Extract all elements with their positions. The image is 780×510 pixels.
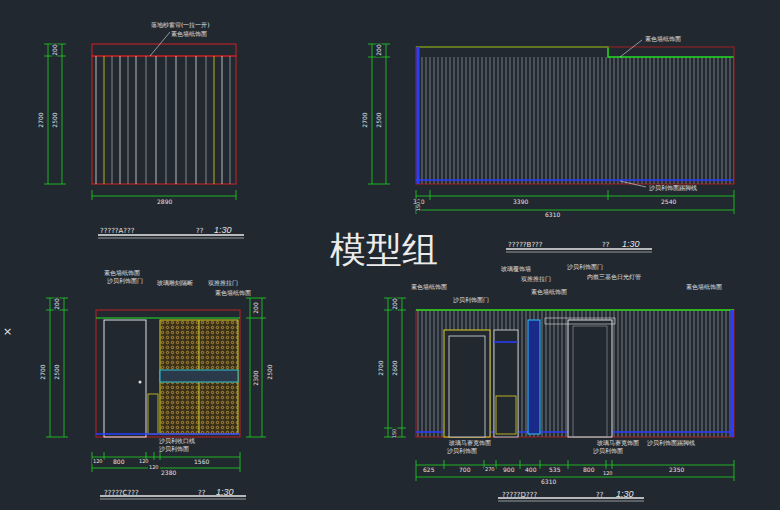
dimension-label: 120 xyxy=(92,459,104,464)
dimension-label: 2350 xyxy=(668,467,685,473)
note-label: 玻璃马赛克饰面 xyxy=(448,440,492,446)
note-label: 素色墙纸饰面 xyxy=(644,36,682,42)
dimension-label: 2540 xyxy=(660,199,677,205)
dimension-label: 270 xyxy=(484,467,496,472)
note-label: 素色墙纸饰面 xyxy=(214,290,252,296)
view-title: ?? xyxy=(602,242,609,249)
dimension-label: 625 xyxy=(422,467,435,473)
note-label: 素色墙纸饰面 xyxy=(530,289,568,295)
dimension-label: 2700 xyxy=(38,111,44,128)
scale-label: 1:30 xyxy=(622,240,640,249)
note-label: 素色墙纸饰面 xyxy=(170,31,208,37)
note-label: 玻璃马赛克饰面 xyxy=(596,440,640,446)
view-title: ?? xyxy=(196,228,203,235)
note-label: 双推推拉门 xyxy=(520,276,552,282)
dimension-label: 6310 xyxy=(544,212,561,218)
dimension-label: 2380 xyxy=(160,470,177,476)
dimension-label: 200 xyxy=(54,297,60,310)
note-label: 沙贝利饰面踢脚线 xyxy=(648,185,698,191)
note-label: 沙贝利饰面门 xyxy=(452,297,490,303)
note-label: 玻璃雕刻隔断 xyxy=(156,280,194,286)
view-title: ?????C??? xyxy=(104,490,139,497)
note-label: 素色墙纸饰面 xyxy=(410,284,448,290)
dimension-label: 2890 xyxy=(156,199,173,205)
dimension-label: 2700 xyxy=(362,111,368,128)
view-title: ?? xyxy=(596,492,603,499)
note-label: 沙贝利饰面踢脚线 xyxy=(646,440,696,446)
dimension-label: 400 xyxy=(524,467,537,473)
dimension-label: 700 xyxy=(458,467,471,473)
dimension-label: 120 xyxy=(138,459,150,464)
dimension-label: 2300 xyxy=(253,369,259,386)
dimension-label: 2500 xyxy=(52,111,58,128)
note-label: 沙贝利饰面门 xyxy=(106,278,144,284)
note-label: 沙贝利饰面 xyxy=(158,446,190,452)
dimension-label: 1560 xyxy=(193,459,210,465)
watermark: 模型组 xyxy=(330,232,438,268)
dimension-label: 2500 xyxy=(376,111,382,128)
note-label: 沙贝利饰面 xyxy=(592,448,624,454)
view-title: ?????B??? xyxy=(508,242,543,249)
view-title: ?? xyxy=(198,490,205,497)
note-label: 玻璃覆饰墙 xyxy=(500,266,532,272)
note-label: 沙贝利饰面门 xyxy=(566,264,604,270)
note-label: 素色墙纸饰面 xyxy=(103,270,141,276)
dimension-label: 200 xyxy=(52,43,58,56)
dimension-label: 3390 xyxy=(512,199,529,205)
note-label: 沙贝利饰面 xyxy=(446,448,478,454)
dimension-label: 900 xyxy=(502,467,515,473)
dimension-label: 2600 xyxy=(392,359,398,376)
dimension-label: 2500 xyxy=(267,363,273,380)
dimension-label: 535 xyxy=(548,467,561,473)
note-label: 双推推拉门 xyxy=(207,280,239,286)
dimension-label: 120 xyxy=(148,465,160,470)
dimension-label: 2700 xyxy=(378,359,384,376)
view-title: ?????A??? xyxy=(100,228,135,235)
note-label: 落地纱窗帘(一拉一开) xyxy=(150,22,211,28)
note-label: × xyxy=(2,326,13,337)
dimension-label: 800 xyxy=(582,467,595,473)
scale-label: 1:30 xyxy=(616,490,634,499)
dimension-label: 6310 xyxy=(540,479,557,485)
dimension-label: 2700 xyxy=(40,363,46,380)
view-title: ?????D??? xyxy=(502,492,537,499)
dimension-label: 200 xyxy=(253,301,259,314)
dimension-label: 2500 xyxy=(54,363,60,380)
note-label: 素色墙纸饰面 xyxy=(685,284,723,290)
scale-label: 1:30 xyxy=(214,226,232,235)
note-label: 沙贝利收口线 xyxy=(158,438,196,444)
dimension-label: 200 xyxy=(376,43,382,56)
scale-label: 1:30 xyxy=(216,488,234,497)
note-label: 内嵌三基色日光灯管 xyxy=(586,274,642,280)
dimension-label: 120 xyxy=(602,471,614,476)
dimension-label: 800 xyxy=(112,459,125,465)
dimension-label: 150 xyxy=(416,200,421,212)
dimension-label: 200 xyxy=(392,297,398,310)
dimension-label: 150 xyxy=(392,427,397,439)
